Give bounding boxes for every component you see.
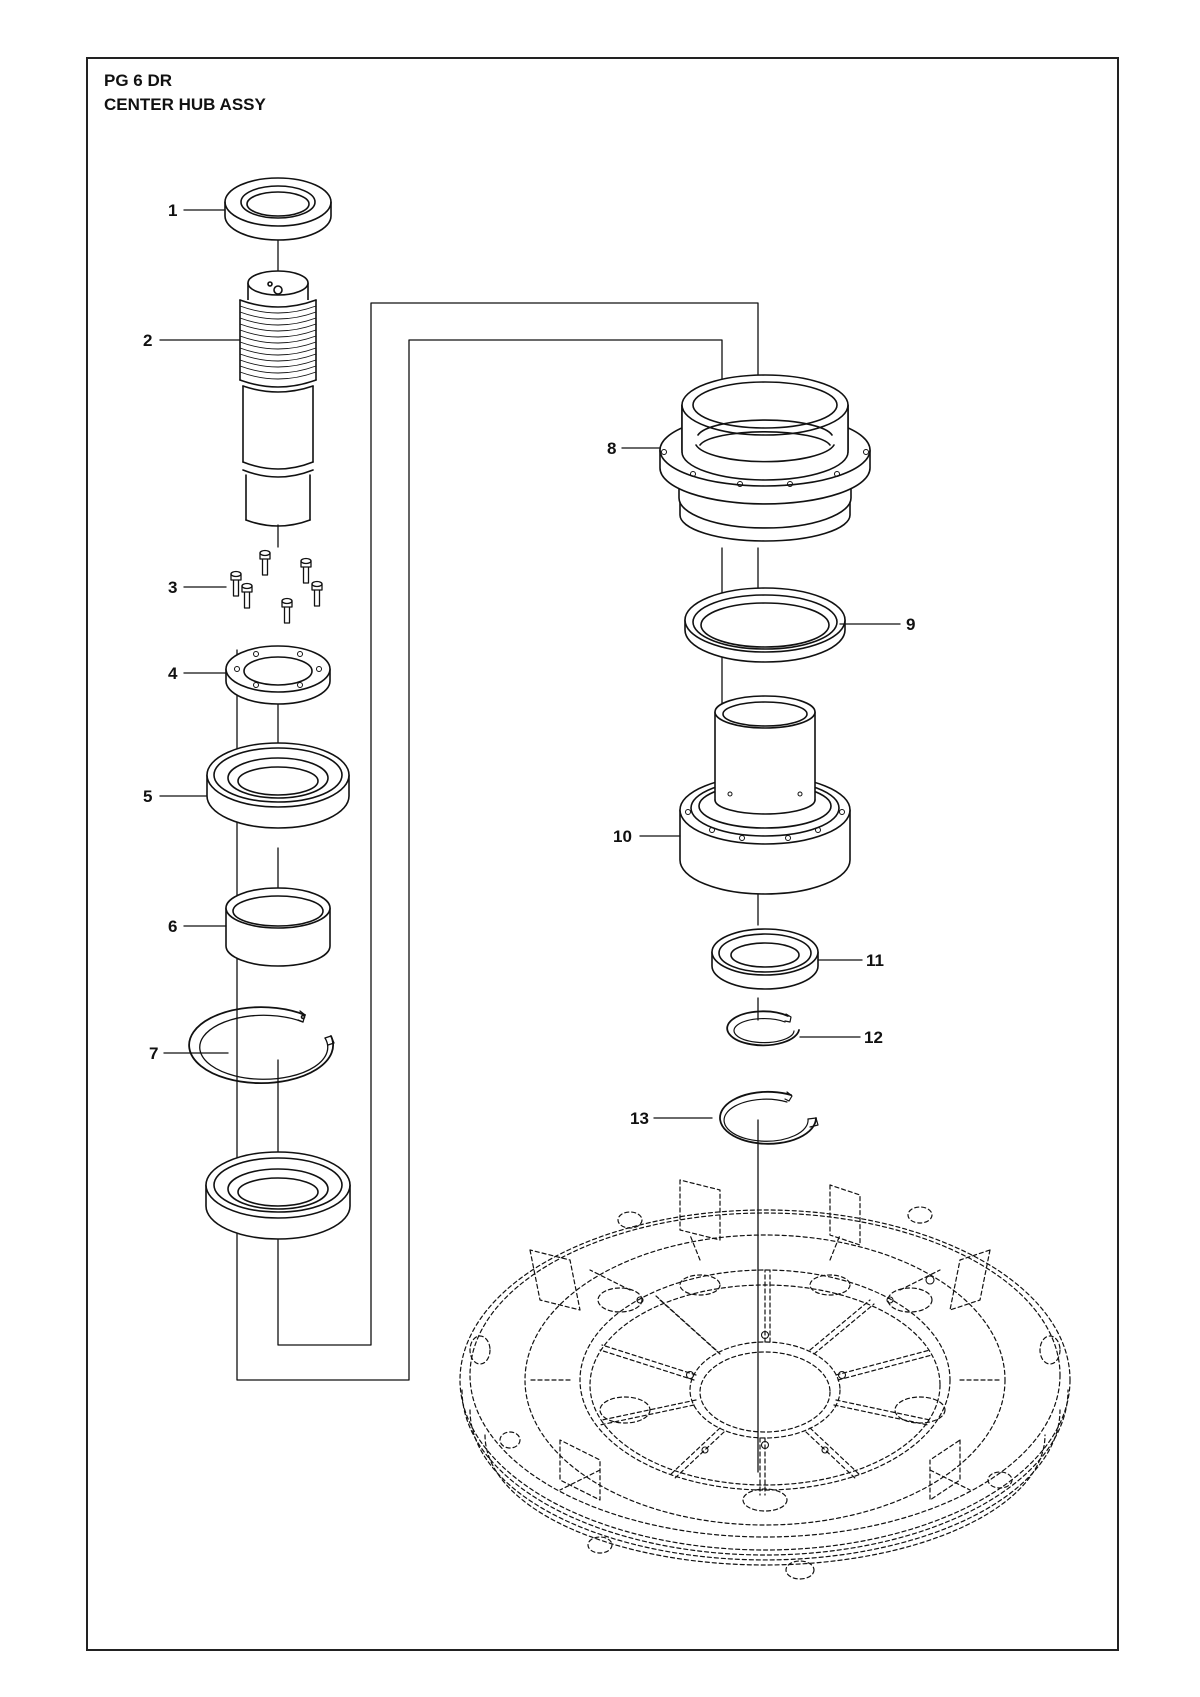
base-plate-phantom (459, 1179, 1071, 1580)
part-5-upper-bearing (206, 742, 350, 829)
base-plate-pockets (529, 1179, 991, 1501)
callout-1: 1 (168, 201, 177, 220)
part-3-screws (230, 549, 323, 624)
callout-7: 7 (149, 1044, 158, 1063)
part-1-seal-ring (224, 177, 332, 241)
leader-lines (159, 209, 901, 1119)
base-plate-bosses (469, 1206, 1061, 1580)
title-block: PG 6 DR CENTER HUB ASSY (104, 69, 266, 117)
callout-11: 11 (866, 951, 884, 970)
callout-2: 2 (143, 331, 152, 350)
drawing-frame (86, 57, 1119, 1651)
part-8-bearing-housing (659, 374, 871, 542)
part-11-lower-bearing (711, 928, 819, 990)
base-plate-ribs (529, 1234, 1001, 1496)
model-title: PG 6 DR (104, 71, 173, 90)
part-lower-left-bearing (205, 1151, 351, 1240)
callout-numbers: 1 2 3 4 5 6 7 8 9 10 11 12 13 (143, 201, 915, 1128)
part-9-housing-seal (684, 587, 846, 663)
shaft-thread-lines (239, 305, 317, 380)
callout-4: 4 (168, 664, 178, 683)
part-13-retaining-ring-medium (719, 1090, 819, 1145)
callout-8: 8 (607, 439, 616, 458)
part-6-spacer-sleeve (225, 887, 331, 967)
callout-10: 10 (613, 827, 632, 846)
base-plate-solid-details (636, 1275, 935, 1454)
callout-9: 9 (906, 615, 915, 634)
callout-6: 6 (168, 917, 177, 936)
part-7-retaining-ring-large (188, 1006, 335, 1085)
part-4-flange-ring (225, 645, 331, 705)
part-12-retaining-ring-small (726, 1010, 800, 1047)
callout-5: 5 (143, 787, 152, 806)
callout-3: 3 (168, 578, 177, 597)
callout-13: 13 (630, 1109, 649, 1128)
part-10-hub (679, 695, 851, 895)
part-2-threaded-shaft (239, 270, 317, 527)
callout-12: 12 (864, 1028, 883, 1047)
assembly-title: CENTER HUB ASSY (104, 95, 266, 114)
